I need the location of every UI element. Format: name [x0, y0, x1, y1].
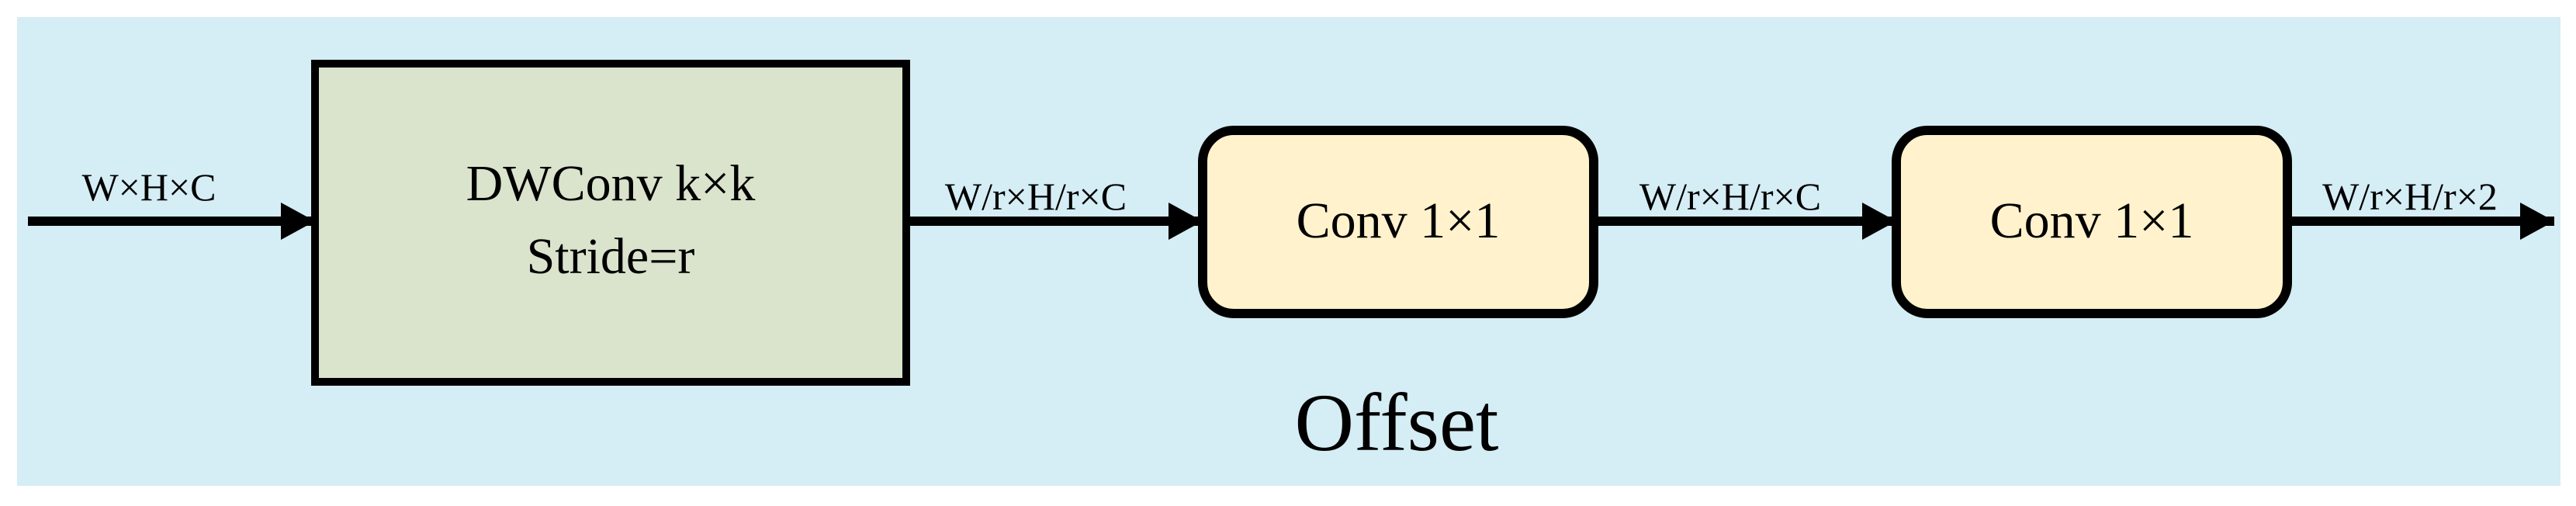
dwconv-output-dims-label: W/r×H/r×C [945, 175, 1127, 218]
dwconv-stride-label: Stride=r [527, 228, 695, 285]
conv1-label: Conv 1×1 [1297, 192, 1501, 249]
dwconv-box [311, 60, 910, 386]
conv2-label: Conv 1×1 [1990, 192, 2194, 249]
offset-caption: Offset [1295, 377, 1499, 468]
dwconv-block: DWConv k×k Stride=r [311, 60, 910, 386]
dwconv-kernel-label: DWConv k×k [466, 155, 756, 212]
conv1-block: Conv 1×1 [1198, 126, 1598, 318]
conv2-block: Conv 1×1 [1892, 126, 2292, 318]
input-dims-label: W×H×C [81, 165, 216, 209]
conv1-output-dims-label: W/r×H/r×C [1639, 175, 1821, 218]
output-dims-label: W/r×H/r×2 [2322, 175, 2498, 218]
